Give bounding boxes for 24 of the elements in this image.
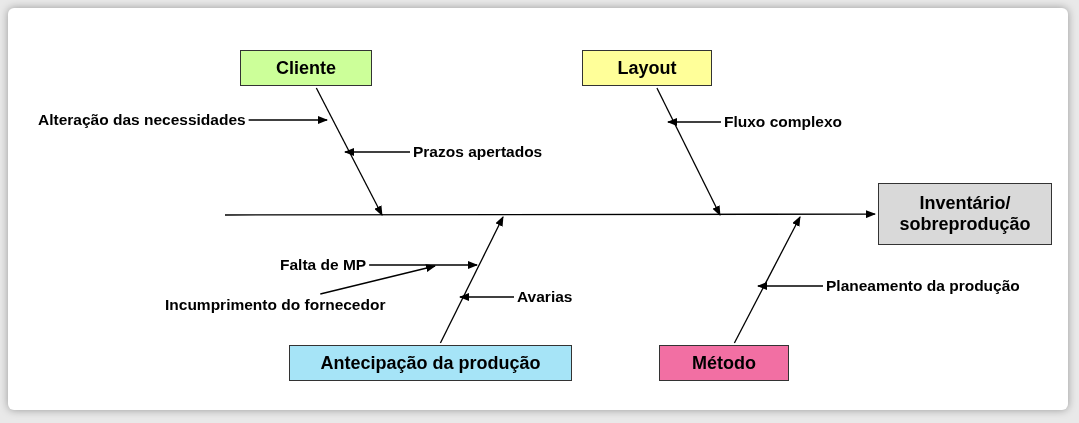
bone-arrow — [733, 216, 801, 344]
leader-arrow — [757, 282, 824, 290]
bone-arrow — [656, 87, 721, 216]
category-box: Antecipação da produção — [289, 345, 572, 381]
cause-label: Alteração das necessidades — [38, 111, 246, 129]
cause-label: Planeamento da produção — [826, 277, 1020, 295]
category-box: Layout — [582, 50, 712, 86]
category-box: Cliente — [240, 50, 372, 86]
leader-arrow — [319, 264, 436, 295]
leader-arrow — [344, 148, 411, 156]
effect-box: Inventário/ sobreprodução — [878, 183, 1052, 245]
cause-label: Falta de MP — [280, 256, 367, 274]
leader-arrow — [368, 261, 478, 269]
spine-arrow — [224, 210, 876, 219]
leader-arrow — [667, 118, 722, 126]
leader-arrow — [248, 116, 328, 124]
cause-label: Avarias — [517, 288, 573, 306]
cause-label: Incumprimento do fornecedor — [165, 296, 386, 314]
cause-label: Fluxo complexo — [724, 113, 842, 131]
bone-arrow — [315, 87, 383, 216]
cause-label: Prazos apertados — [413, 143, 543, 161]
category-box: Método — [659, 345, 789, 381]
bone-arrow — [439, 216, 504, 344]
leader-arrow — [459, 293, 515, 301]
